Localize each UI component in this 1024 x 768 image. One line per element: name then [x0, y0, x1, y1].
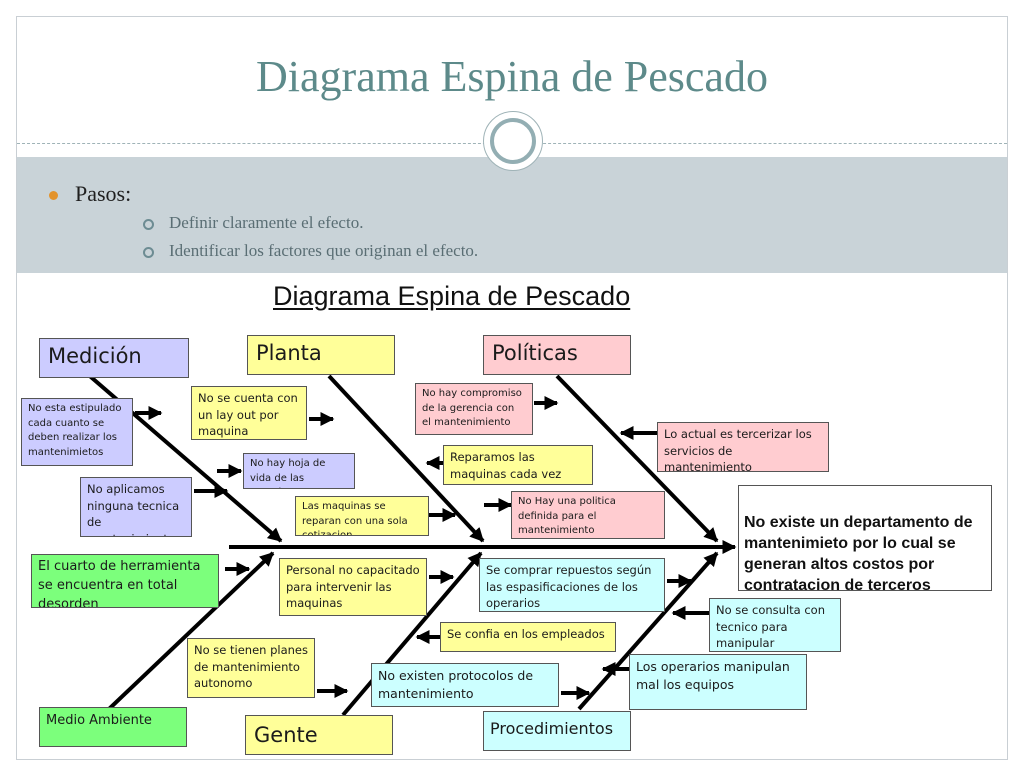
cause-planta-3: Las maquinas se reparan con una sola cot… — [295, 496, 429, 536]
cause-procedimientos-2: No se consulta con tecnico para manipula… — [709, 598, 841, 652]
cause-gente-4: No existen protocolos de mantenimiento — [371, 663, 559, 707]
cause-politicas-3: No Hay una politica definida para el man… — [511, 491, 665, 539]
effect-box: No existe un departamento de mantenimiet… — [738, 485, 992, 594]
bullet-step-2-text: Identificar los factores que originan el… — [169, 241, 479, 260]
category-gente: Gente — [245, 715, 393, 755]
category-politicas: Políticas — [483, 335, 631, 375]
cause-politicas-1: No hay compromiso de la gerencia con el … — [415, 383, 533, 435]
bullet-step-2: Identificar los factores que originan el… — [143, 241, 479, 261]
cause-gente-2: No se tienen planes de mantenimiento aut… — [187, 638, 315, 698]
slide: Diagrama Espina de Pescado Pasos: Defini… — [16, 16, 1008, 760]
bone-medio-ambiente — [107, 551, 275, 711]
cause-gente-3: Se confia en los empleados — [440, 622, 616, 652]
category-medio-ambiente: Medio Ambiente — [39, 707, 187, 747]
diagram-title: Diagrama Espina de Pescado — [273, 281, 631, 311]
bone-medicion — [75, 363, 283, 543]
bullet-ring-icon — [143, 247, 154, 258]
cause-planta-1: No se cuenta con un lay out por maquina — [191, 386, 307, 440]
cause-procedimientos-3: Los operarios manipulan mal los equipos — [629, 654, 807, 710]
cause-medio-ambiente-1: El cuarto de herramienta se encuentra en… — [31, 554, 219, 608]
bullet-ring-icon — [143, 219, 154, 230]
cause-planta-2: No hay hoja de vida de las maquinas — [243, 453, 355, 489]
bone-planta — [327, 374, 485, 543]
slide-title: Diagrama Espina de Pescado — [256, 52, 768, 101]
category-medicion: Medición — [39, 338, 189, 378]
cause-politicas-4: Lo actual es tercerizar los servicios de… — [657, 422, 829, 472]
cause-medicion-2: No aplicamos ninguna tecnica de mantenim… — [80, 477, 192, 537]
bone-gente — [341, 551, 483, 717]
header-ring-inner — [490, 118, 536, 164]
bullet-pasos: Pasos: — [49, 181, 132, 207]
cause-procedimientos-1: Se comprar repuestos según las espasific… — [479, 558, 665, 612]
bullet-band: Pasos: Definir claramente el efecto. Ide… — [17, 157, 1007, 273]
bone-procedimientos — [577, 551, 719, 711]
header-ring-icon — [483, 111, 543, 171]
bullet-pasos-text: Pasos: — [75, 181, 132, 206]
fishbone-lines — [75, 363, 737, 717]
bullet-dot-icon — [49, 191, 58, 200]
bone-politicas — [555, 374, 719, 543]
cause-gente-1: Personal no capacitado para intervenir l… — [279, 558, 427, 616]
cause-politicas-2: Reparamos las maquinas cada vez que fall… — [443, 445, 593, 485]
category-planta: Planta — [247, 335, 395, 375]
category-procedimientos: Procedimientos — [483, 711, 631, 751]
bullet-step-1: Definir claramente el efecto. — [143, 213, 364, 233]
bullet-step-1-text: Definir claramente el efecto. — [169, 213, 364, 232]
cause-medicion-1: No esta estipulado cada cuanto se deben … — [21, 398, 133, 466]
